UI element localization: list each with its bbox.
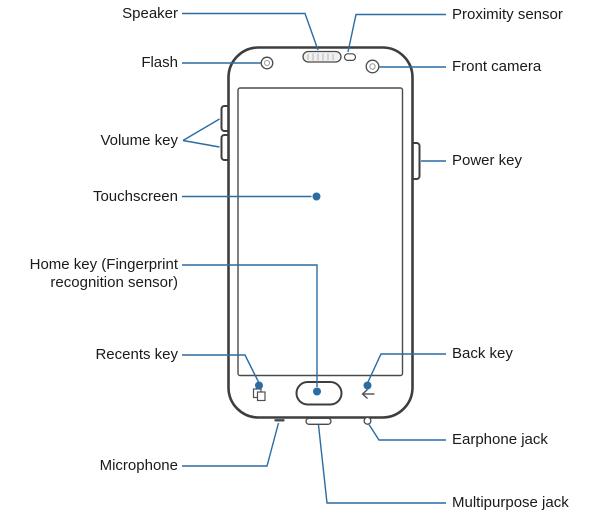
- back-key-dot: [363, 381, 372, 390]
- label-microphone: Microphone: [99, 457, 178, 474]
- label-home-key-line2: recognition sensor): [50, 274, 178, 291]
- microphone-leader-line: [182, 422, 280, 467]
- multipurpose-jack-port: [305, 417, 332, 425]
- touchscreen-panel: [237, 87, 404, 377]
- earphone-jack-port: [363, 416, 372, 425]
- proximity-sensor-window: [343, 53, 357, 61]
- label-touchscreen: Touchscreen: [92, 188, 178, 205]
- front-camera-lens: [365, 59, 380, 74]
- proximity-sensor-leader-line: [347, 13, 446, 53]
- recents-key-leader-line: [182, 354, 260, 383]
- leader-lines: [182, 12, 446, 504]
- label-proximity-sensor: Proximity sensor: [452, 6, 563, 23]
- label-multipurpose-jack: Multipurpose jack: [452, 494, 569, 511]
- home-key-dot: [313, 387, 321, 396]
- volume-key-leader-line-lower: [182, 139, 220, 148]
- label-earphone-jack: Earphone jack: [452, 431, 548, 448]
- back-key-icon: [361, 388, 375, 400]
- label-back-key: Back key: [452, 345, 513, 362]
- label-recents-key: Recents key: [95, 346, 178, 363]
- back-key-leader-line: [367, 353, 446, 383]
- label-volume-key: Volume key: [100, 132, 178, 149]
- speaker-grille: [302, 50, 342, 63]
- label-home-key-line1: Home key (Fingerprint: [29, 256, 178, 273]
- touchscreen-dot: [312, 192, 321, 201]
- volume-key-leader-line-upper: [182, 118, 220, 142]
- earphone-jack-leader-line: [368, 424, 446, 441]
- callout-dots: [255, 192, 372, 396]
- label-speaker: Speaker: [122, 5, 178, 22]
- multipurpose-jack-leader-line: [317, 424, 446, 504]
- label-flash: Flash: [141, 54, 178, 71]
- recents-key-dot: [255, 381, 263, 390]
- label-front-camera: Front camera: [452, 58, 542, 75]
- label-home-key: Home key (Fingerprint recognition sensor…: [30, 256, 178, 292]
- flash-lens: [260, 56, 274, 70]
- home-key-leader-line: [182, 264, 318, 387]
- speaker-leader-line: [182, 12, 319, 51]
- label-power-key: Power key: [452, 152, 523, 169]
